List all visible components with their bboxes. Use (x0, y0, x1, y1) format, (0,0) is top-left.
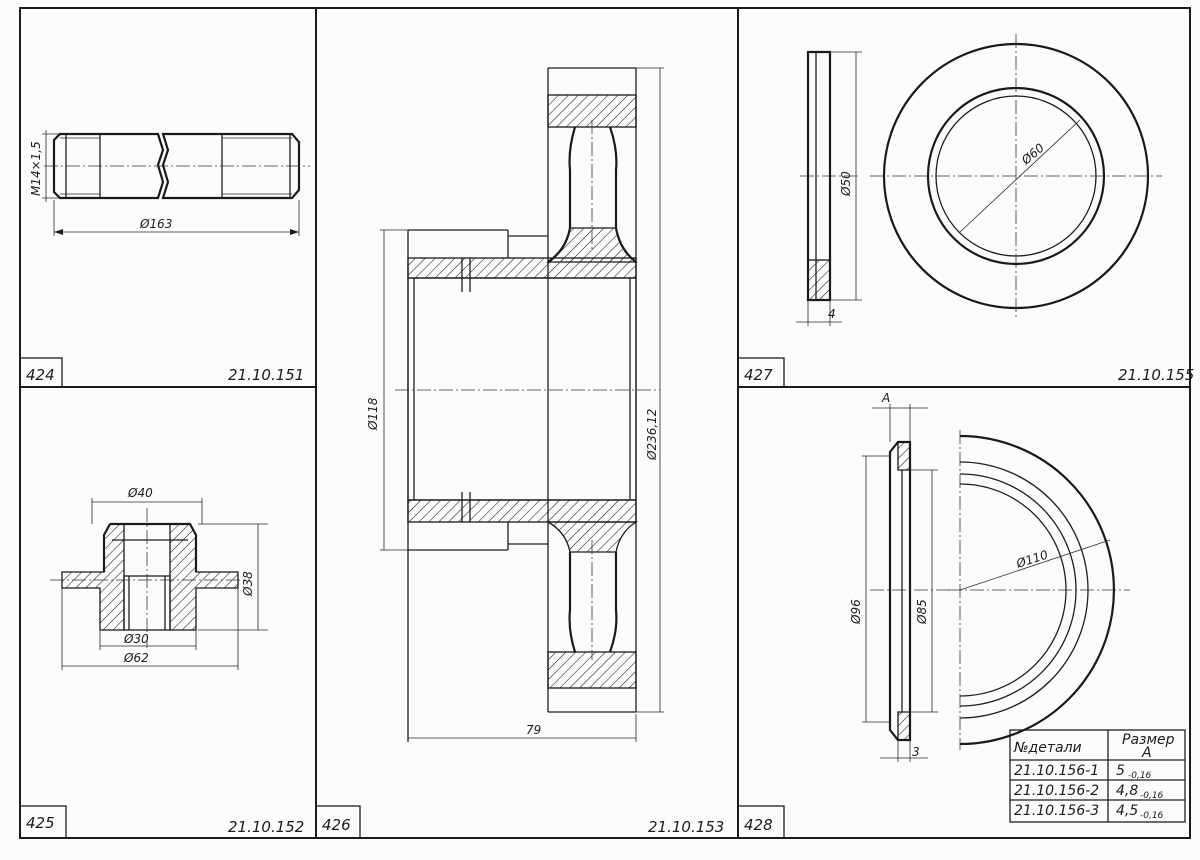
panel-425: 425 21.10.152 Ø40 Ø38 (19, 486, 304, 839)
stud-shaft-drawing: M14×1,5 Ø163 (29, 130, 310, 236)
sheet-frame (19, 7, 1191, 839)
gear-hub-drawing: Ø118 Ø236,12 79 (366, 67, 664, 742)
table-row-tolerance: -0,16 (1128, 771, 1152, 781)
size-table: №детали Размер A 21.10.156-1 5 -0,16 21.… (1009, 729, 1186, 823)
dimension-a: A (881, 391, 890, 405)
diameter-110: Ø110 (1014, 547, 1050, 571)
length-79: 79 (526, 723, 541, 737)
table-row-part: 21.10.156-2 (1014, 783, 1099, 799)
panel-number: 424 (26, 366, 55, 384)
table-row-tolerance: -0,16 (1140, 791, 1164, 801)
diameter-118: Ø118 (366, 397, 380, 431)
thickness-3: 3 (912, 745, 920, 759)
table-row-tolerance: -0,16 (1140, 811, 1164, 821)
panel-number-box (737, 357, 785, 388)
diameter-30: Ø30 (123, 632, 149, 646)
panel-number-box (737, 805, 785, 839)
panel-number-box (19, 357, 63, 388)
table-header-size-sub: A (1141, 745, 1152, 761)
panel-number: 426 (322, 816, 351, 834)
panel-number: 427 (744, 366, 773, 384)
table-row-part: 21.10.156-3 (1014, 803, 1099, 819)
panel-426: 426 21.10.153 (315, 67, 724, 839)
dished-washer-drawing: A Ø96 Ø85 3 Ø110 (849, 391, 1130, 762)
table-row-part: 21.10.156-1 (1014, 763, 1099, 779)
panel-number-box (315, 805, 361, 839)
part-code: 21.10.152 (228, 818, 304, 836)
diameter-38: Ø38 (241, 571, 255, 597)
part-code: 21.10.153 (648, 818, 724, 836)
diameter-236: Ø236,12 (645, 409, 659, 461)
table-row-size: 5 (1116, 763, 1125, 779)
washer-drawing: Ø50 4 Ø60 (796, 34, 1162, 326)
diameter-50: Ø50 (839, 171, 853, 197)
part-code: 21.10.151 (228, 366, 304, 384)
table-row-size: 4,5 (1116, 803, 1138, 819)
thread-dimension: M14×1,5 (29, 141, 43, 196)
outer-border (19, 7, 1191, 839)
table-header-size: Размер (1122, 732, 1175, 748)
length-dimension: Ø163 (139, 217, 172, 231)
panel-427: 427 21.10.155 Ø50 4 Ø60 (737, 34, 1194, 388)
diameter-85: Ø85 (915, 599, 929, 625)
panel-number: 425 (26, 814, 55, 832)
panel-424: 424 21.10.151 M14×1,5 Ø163 (19, 130, 310, 388)
table-row-size: 4,8 (1116, 783, 1138, 799)
diameter-40: Ø40 (127, 486, 153, 500)
panel-428: 428 A Ø96 Ø85 3 (737, 391, 1186, 839)
thickness-4: 4 (828, 307, 836, 321)
panel-number: 428 (744, 816, 773, 834)
diameter-62: Ø62 (123, 651, 149, 665)
diameter-96: Ø96 (849, 599, 863, 625)
panel-number-box (19, 805, 67, 839)
part-code: 21.10.155 (1118, 366, 1194, 384)
table-header-part: №детали (1013, 740, 1082, 756)
flanged-bushing-drawing: Ø40 Ø38 Ø30 Ø62 (50, 486, 268, 670)
